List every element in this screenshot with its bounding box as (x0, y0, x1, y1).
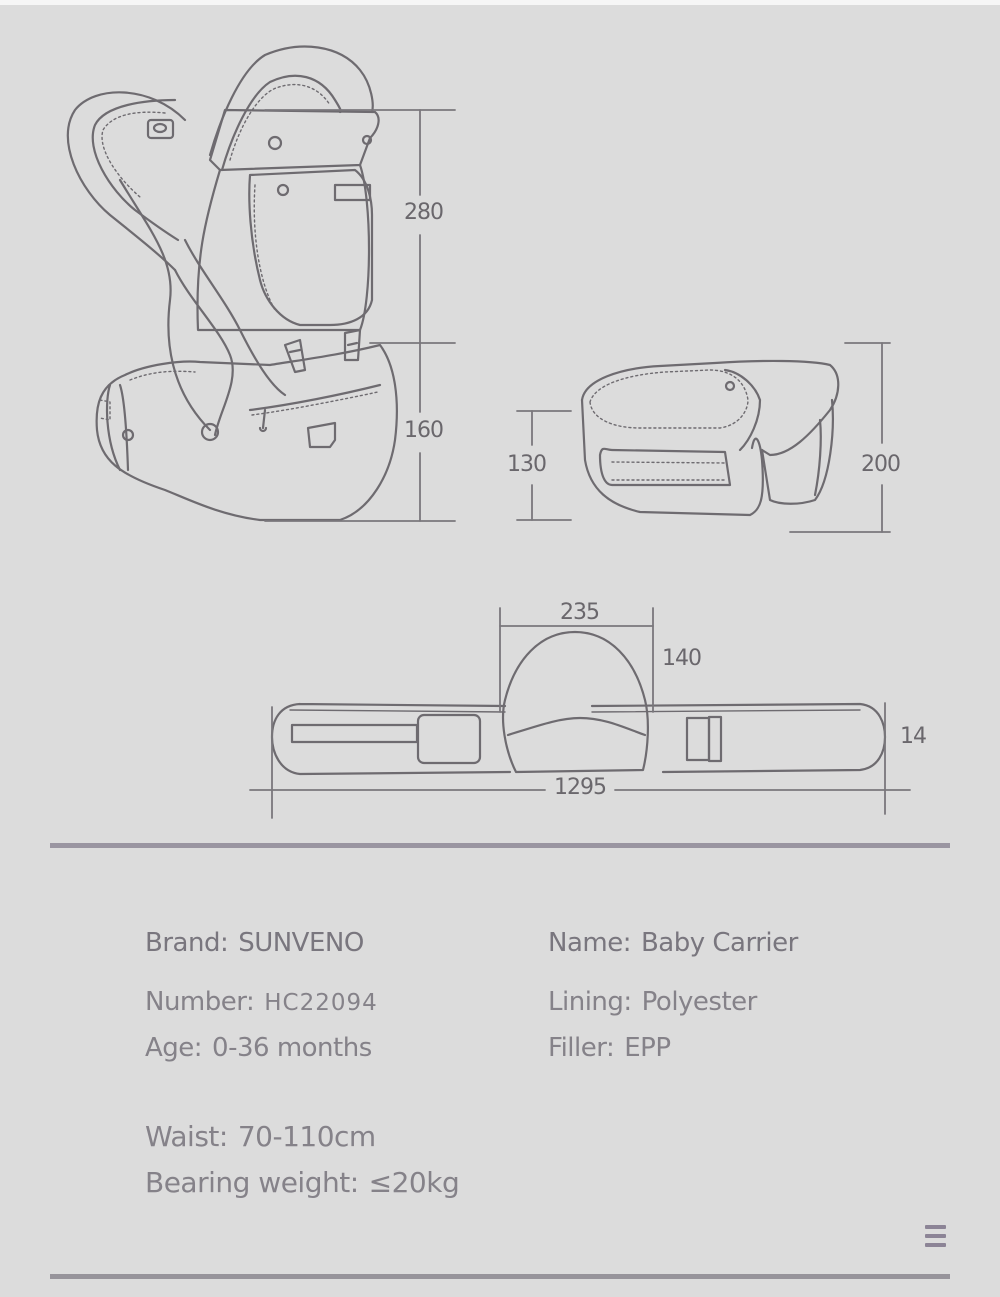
waist-belt-dimension-lines (249, 607, 911, 819)
dimension-label-seat-front-height: 130 (505, 452, 548, 478)
spec-brand: Brand: SUNVENO (145, 928, 364, 958)
spec-bearing-weight-label: Bearing weight: (145, 1166, 359, 1199)
dimension-label-lower-height: 160 (402, 418, 445, 444)
spec-waist-label: Waist: (145, 1120, 228, 1153)
carrier-dimension-lines (264, 109, 456, 522)
spec-name-label: Name: (548, 928, 631, 958)
hip-seat-drawing (580, 359, 840, 517)
spec-lining-label: Lining: (548, 987, 632, 1017)
top-strip (0, 0, 1000, 5)
spec-name-value: Baby Carrier (640, 928, 798, 958)
spec-brand-label: Brand: (145, 928, 229, 958)
spec-number-label: Number: (145, 987, 255, 1017)
menu-icon-bar (925, 1243, 946, 1247)
spec-number-value: HC22094 (264, 990, 378, 1016)
section-divider-top (50, 843, 950, 848)
spec-bearing-weight: Bearing weight: ≤20kg (145, 1166, 460, 1199)
spec-bearing-weight-value: ≤20kg (368, 1166, 460, 1199)
spec-lining: Lining: Polyester (548, 987, 757, 1017)
spec-age-label: Age: (145, 1033, 203, 1063)
dimension-label-upper-height: 280 (402, 200, 445, 226)
spec-name: Name: Baby Carrier (548, 928, 798, 958)
dimension-label-seat-height: 140 (660, 646, 703, 672)
dimension-label-seat-back-height: 200 (859, 452, 902, 478)
spec-number: Number: HC22094 (145, 987, 378, 1017)
menu-icon-bar (925, 1234, 946, 1238)
spec-brand-value: SUNVENO (238, 928, 364, 958)
spec-filler-label: Filler: (548, 1033, 615, 1063)
dimension-label-total-length: 1295 (552, 775, 608, 801)
spec-filler: Filler: EPP (548, 1033, 671, 1063)
dimension-label-seat-width: 235 (560, 600, 600, 625)
spec-filler-value: EPP (624, 1033, 671, 1063)
hamburger-menu-icon[interactable] (925, 1225, 946, 1247)
spec-age-value: 0-36 months (212, 1033, 372, 1063)
dimension-label-belt-height: 14 (898, 724, 928, 750)
waist-belt-drawing (270, 630, 887, 776)
menu-icon-bar (925, 1225, 946, 1229)
section-divider-bottom (50, 1274, 950, 1279)
hip-seat-dimension-lines (516, 342, 891, 533)
spec-waist-value: 70-110cm (237, 1120, 376, 1153)
carrier-front-drawing (66, 45, 398, 522)
spec-waist: Waist: 70-110cm (145, 1120, 376, 1153)
spec-age: Age: 0-36 months (145, 1033, 372, 1063)
spec-lining-value: Polyester (641, 987, 758, 1017)
product-dimension-diagram: 280 160 130 200 235 140 14 1295 (66, 45, 928, 819)
